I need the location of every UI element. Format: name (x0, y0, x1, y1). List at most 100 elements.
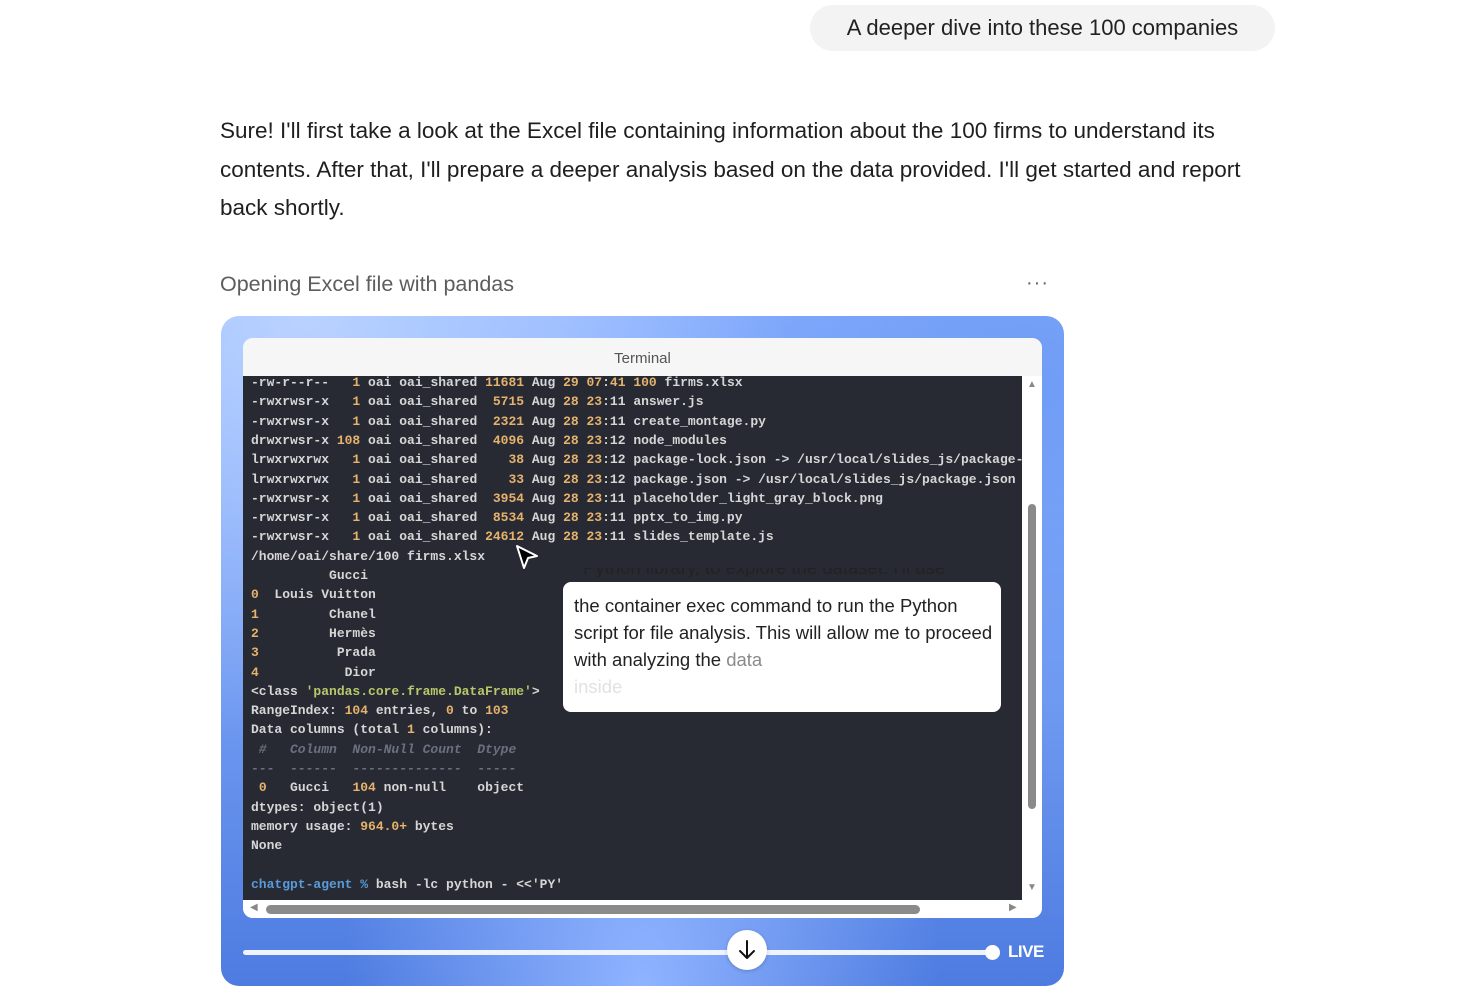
terminal-line: 0 Gucci 104 non-null object (251, 780, 524, 795)
terminal-text-segment: :12 node_modules (602, 432, 727, 448)
terminal-text-segment: 1 (352, 490, 361, 506)
jump-to-live-button[interactable] (727, 930, 767, 970)
terminal-window: Terminal -rw-r--r-- 1 oai oai_shared 116… (243, 338, 1042, 918)
scroll-down-icon[interactable]: ▼ (1027, 882, 1037, 893)
terminal-text-segment: Aug (524, 529, 564, 545)
terminal-text-segment: Aug (524, 490, 564, 506)
terminal-text-segment: -rwxrwsr-x (251, 394, 353, 410)
agent-thought-tooltip: Python library, to explore the dataset. … (563, 568, 1001, 712)
terminal-line: /home/oai/share/100 firms.xlsx (251, 549, 485, 564)
terminal-text-segment: :11 create_montage.py (602, 413, 766, 429)
mouse-cursor-icon (516, 545, 538, 569)
terminal-line: -rwxrwsr-x 1 oai oai_shared 2321 Aug 28 … (251, 414, 766, 429)
terminal-text-segment: 108 (336, 432, 361, 448)
terminal-text-segment: -rwxrwsr-x (251, 510, 353, 526)
terminal-line: -rw-r--r-- 1 oai oai_shared 11681 Aug 29… (251, 376, 743, 390)
terminal-text-segment: Aug (524, 510, 564, 526)
terminal-text-segment: Aug (524, 452, 564, 468)
terminal-text-segment: 1 (352, 471, 361, 487)
terminal-text-segment: Data columns (total (251, 722, 408, 738)
tooltip-fade-text-2: inside (574, 676, 623, 697)
terminal-text-segment: -rwxrwsr-x (251, 490, 353, 506)
terminal-text-segment: :12 package.json -> /usr/local/slides_js… (602, 471, 1016, 487)
terminal-text-segment: :11 placeholder_light_gray_block.png (602, 490, 883, 506)
horizontal-scrollbar[interactable]: ◀ ▶ (243, 900, 1042, 918)
terminal-text-segment: # Column Non-Null Count Dtype (251, 741, 517, 757)
scroll-right-icon[interactable]: ▶ (1009, 902, 1017, 913)
terminal-text-segment: Hermès (258, 625, 376, 641)
terminal-text-segment: 2 (251, 625, 259, 641)
terminal-text-segment: 0 (446, 703, 454, 719)
terminal-line: 2 Hermès (251, 626, 376, 641)
live-position-handle[interactable] (985, 945, 1000, 960)
terminal-text-segment: 8534 (492, 510, 525, 526)
terminal-text-segment: --- ------ -------------- ----- (251, 761, 517, 776)
terminal-text-segment: -rwxrwsr-x (251, 529, 353, 545)
terminal-text-segment: entries, (368, 703, 447, 719)
terminal-text-segment: Aug (524, 413, 564, 429)
scroll-up-icon[interactable]: ▲ (1027, 379, 1037, 390)
terminal-text-segment: : (602, 376, 610, 390)
terminal-text-segment: Prada (258, 645, 376, 661)
playback-slider[interactable] (243, 950, 993, 955)
terminal-text-segment: 4096 (492, 432, 525, 448)
live-label[interactable]: LIVE (1008, 942, 1044, 961)
scroll-left-icon[interactable]: ◀ (250, 902, 258, 913)
terminal-text-segment: 28 23 (563, 490, 603, 506)
terminal-text-segment: :11 pptx_to_img.py (602, 510, 743, 526)
assistant-message: Sure! I'll first take a look at the Exce… (220, 118, 1241, 220)
terminal-text-segment: % (352, 876, 376, 892)
terminal-text-segment: RangeIndex: (251, 703, 345, 719)
terminal-text-segment: 3 (251, 645, 259, 661)
terminal-text-segment: 1 (352, 376, 361, 390)
terminal-text-segment: 28 23 (563, 529, 603, 545)
terminal-text-segment: dtypes: object(1) (251, 799, 384, 815)
terminal-line: 4 Dior (251, 665, 376, 680)
terminal-text-segment: None (251, 838, 283, 854)
terminal-text-segment (251, 780, 259, 795)
terminal-line: 1 Chanel (251, 607, 376, 622)
tooltip-clipped-line: Python library, to explore the dataset. … (583, 568, 945, 577)
terminal-text-segment: -rw-r--r-- (251, 376, 353, 390)
terminal-text-segment: bash -lc python - <<'PY' (375, 876, 564, 892)
terminal-text-segment: memory usage: (251, 818, 361, 834)
terminal-text-segment: 964.0+ (360, 818, 408, 834)
terminal-text-segment: -rwxrwsr-x (251, 413, 353, 429)
terminal-text-segment: 38 (508, 452, 525, 468)
terminal-line: RangeIndex: 104 entries, 0 to 103 (251, 703, 508, 718)
vertical-scroll-thumb[interactable] (1028, 504, 1036, 809)
vertical-scrollbar[interactable]: ▲ ▼ (1022, 376, 1042, 900)
user-message-bubble: A deeper dive into these 100 companies (810, 5, 1275, 51)
terminal-text-segment: oai oai_shared (360, 413, 493, 429)
terminal-text-segment: /home/oai/share/100 firms.xlsx (251, 548, 486, 564)
terminal-text-segment: Chanel (258, 606, 376, 622)
terminal-text-segment: 1 (352, 413, 361, 429)
terminal-text-segment: lrwxrwxrwx (251, 471, 353, 487)
terminal-line: 3 Prada (251, 645, 376, 660)
terminal-text-segment: 28 23 (563, 394, 603, 410)
terminal-text-segment: :11 answer.js (602, 394, 704, 410)
step-title[interactable]: Opening Excel file with pandas (220, 272, 515, 296)
tooltip-fade-text: data (721, 649, 763, 670)
terminal-line: -rwxrwsr-x 1 oai oai_shared 5715 Aug 28 … (251, 394, 704, 409)
terminal-text-segment: 0 (258, 780, 267, 796)
terminal-text-segment: bytes (407, 818, 454, 834)
terminal-line: memory usage: 964.0+ bytes (251, 819, 454, 834)
terminal-text-segment: 28 23 (563, 452, 603, 468)
terminal-text-segment: 104 (344, 703, 369, 719)
terminal-line: -rwxrwsr-x 1 oai oai_shared 8534 Aug 28 … (251, 510, 743, 525)
more-horizontal-icon[interactable]: ··· (1026, 272, 1049, 294)
terminal-text-segment: 0 (251, 587, 259, 603)
terminal-text-segment: Aug (524, 394, 564, 410)
terminal-text-segment: oai oai_shared (360, 394, 493, 410)
terminal-text-segment: columns): (414, 722, 493, 738)
terminal-text-segment: 24612 (485, 529, 525, 545)
terminal-text-segment: :11 slides_template.js (602, 529, 774, 545)
terminal-text-segment: Louis Vuitton (258, 587, 376, 603)
terminal-line: -rwxrwsr-x 1 oai oai_shared 24612 Aug 28… (251, 529, 774, 544)
terminal-text-segment: 1 (352, 510, 361, 526)
terminal-line: lrwxrwxrwx 1 oai oai_shared 38 Aug 28 23… (251, 452, 1022, 467)
terminal-text-segment: 1 (352, 452, 361, 468)
horizontal-scroll-thumb[interactable] (266, 905, 920, 914)
terminal-text-segment: 5715 (492, 394, 525, 410)
